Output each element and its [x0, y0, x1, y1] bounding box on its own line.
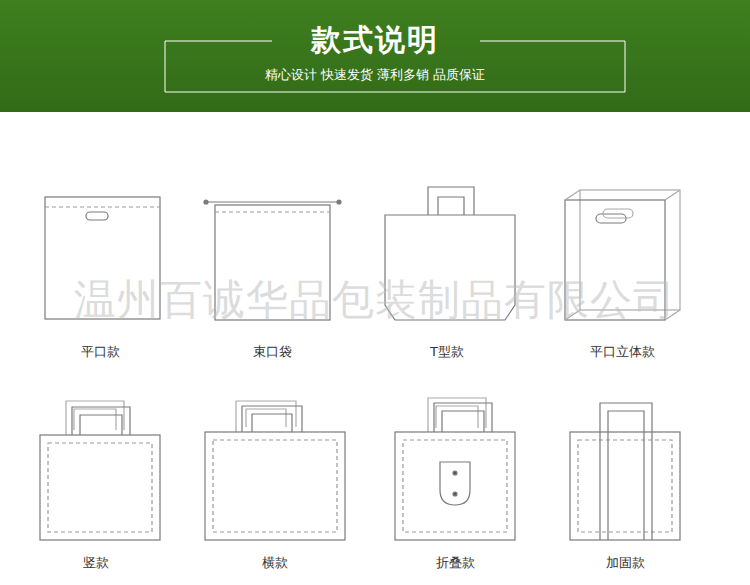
header-title: 款式说明 — [311, 22, 439, 58]
style-caption: 束口袋 — [253, 344, 292, 360]
style-caption: 竖款 — [83, 555, 109, 571]
header-subtitle: 精心设计 快速发货 薄利多销 品质保证 — [265, 67, 485, 83]
style-caption: 横款 — [262, 555, 288, 571]
style-caption: 加固款 — [606, 555, 645, 571]
style-caption: 平口款 — [81, 344, 120, 360]
watermark: 温州百诚华品包装制品有限公司 — [74, 275, 676, 325]
style-caption: T型款 — [430, 344, 464, 360]
style-caption: 平口立体款 — [590, 344, 655, 360]
style-caption: 折叠款 — [436, 555, 475, 571]
header-band — [0, 0, 750, 112]
